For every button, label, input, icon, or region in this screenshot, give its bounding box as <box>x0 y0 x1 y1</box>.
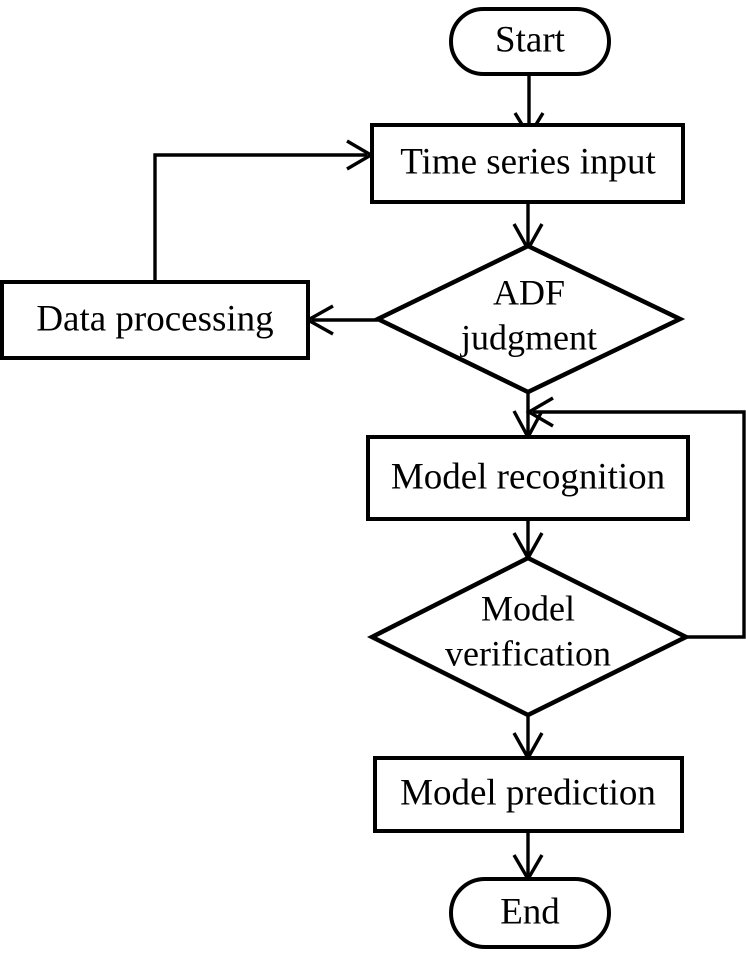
time-series-input-label: Time series input <box>400 141 656 182</box>
time-series-input-shape <box>370 123 685 204</box>
adf-judgment-shape <box>372 243 686 395</box>
edge-data-processing-to-time-series-input <box>153 139 375 282</box>
node-model-recognition[interactable]: Model recognition <box>366 435 690 521</box>
start-shape <box>449 7 611 76</box>
adf-judgment-label-line1: ADF <box>493 272 565 312</box>
node-model-prediction[interactable]: Model prediction <box>373 756 684 833</box>
edge-model-prediction-to-end <box>512 831 544 883</box>
edge-model-recognition-to-model-verification <box>512 519 544 562</box>
model-recognition-shape <box>366 435 690 521</box>
model-prediction-shape <box>373 756 684 833</box>
model-verification-shape <box>366 555 692 718</box>
edge-time-series-input-to-adf-judgment <box>512 202 544 253</box>
node-end[interactable]: End <box>449 877 611 949</box>
node-start[interactable]: Start <box>449 7 611 76</box>
model-verification-label-line2: verification <box>445 633 611 673</box>
data-processing-label: Data processing <box>36 298 273 339</box>
edge-adf-judgment-to-model-recognition <box>512 392 544 441</box>
node-model-verification[interactable]: Model verification <box>366 555 692 718</box>
start-label: Start <box>495 19 566 60</box>
end-label: End <box>500 891 560 932</box>
adf-judgment-label-line2: judgment <box>459 317 597 357</box>
model-prediction-label: Model prediction <box>400 772 656 813</box>
end-shape <box>449 877 611 949</box>
model-verification-label-line1: Model <box>481 588 575 628</box>
node-time-series-input[interactable]: Time series input <box>370 123 685 204</box>
data-processing-shape <box>0 280 310 360</box>
node-adf-judgment[interactable]: ADF judgment <box>372 243 686 395</box>
edge-adf-judgment-to-data-processing <box>304 304 378 336</box>
edge-model-verification-to-model-prediction <box>512 715 544 762</box>
edge-model-verification-to-model-recognition <box>525 396 746 639</box>
node-data-processing[interactable]: Data processing <box>0 280 310 360</box>
model-recognition-label: Model recognition <box>391 456 665 497</box>
